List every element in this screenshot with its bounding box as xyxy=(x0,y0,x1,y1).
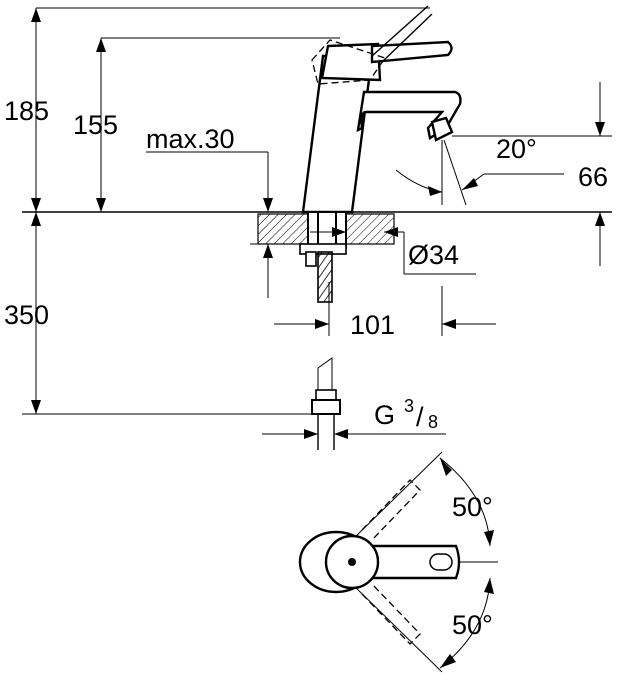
mount-hatch-right xyxy=(345,213,395,245)
lever-tilted-arm xyxy=(371,5,429,57)
label-thread-num: 3 xyxy=(404,396,414,416)
mount-hatch-left xyxy=(257,213,309,245)
label-hose-length: 350 xyxy=(4,300,49,330)
hose-connection xyxy=(311,357,341,450)
label-lever-angle-top: 50° xyxy=(452,492,493,522)
label-thread-slash: / xyxy=(416,402,424,432)
label-spout-reach: 101 xyxy=(350,310,395,340)
label-thread-den: 8 xyxy=(428,412,438,432)
label-spout-height: 155 xyxy=(73,110,118,140)
faucet-side-view xyxy=(22,5,612,303)
faucet-top-view xyxy=(298,451,498,673)
lever-cap xyxy=(320,42,382,82)
lever-tilted-arm-2 xyxy=(381,13,433,63)
label-overall-height: 185 xyxy=(4,96,49,126)
label-hole-diameter: Ø34 xyxy=(408,240,459,270)
label-lever-angle-bottom: 50° xyxy=(452,610,493,640)
label-thread-prefix: G xyxy=(374,400,395,430)
hose-braid xyxy=(317,251,333,303)
hose-left xyxy=(305,251,317,267)
lever-tilted-outline xyxy=(311,39,387,85)
label-spout-angle: 20° xyxy=(496,134,537,164)
dimension-lines xyxy=(22,7,612,439)
lever-handle xyxy=(370,40,453,64)
label-spout-projection: 66 xyxy=(578,162,608,192)
top-lever xyxy=(358,544,461,580)
spout-aerator xyxy=(430,116,454,142)
label-max-thickness: max.30 xyxy=(146,124,235,154)
